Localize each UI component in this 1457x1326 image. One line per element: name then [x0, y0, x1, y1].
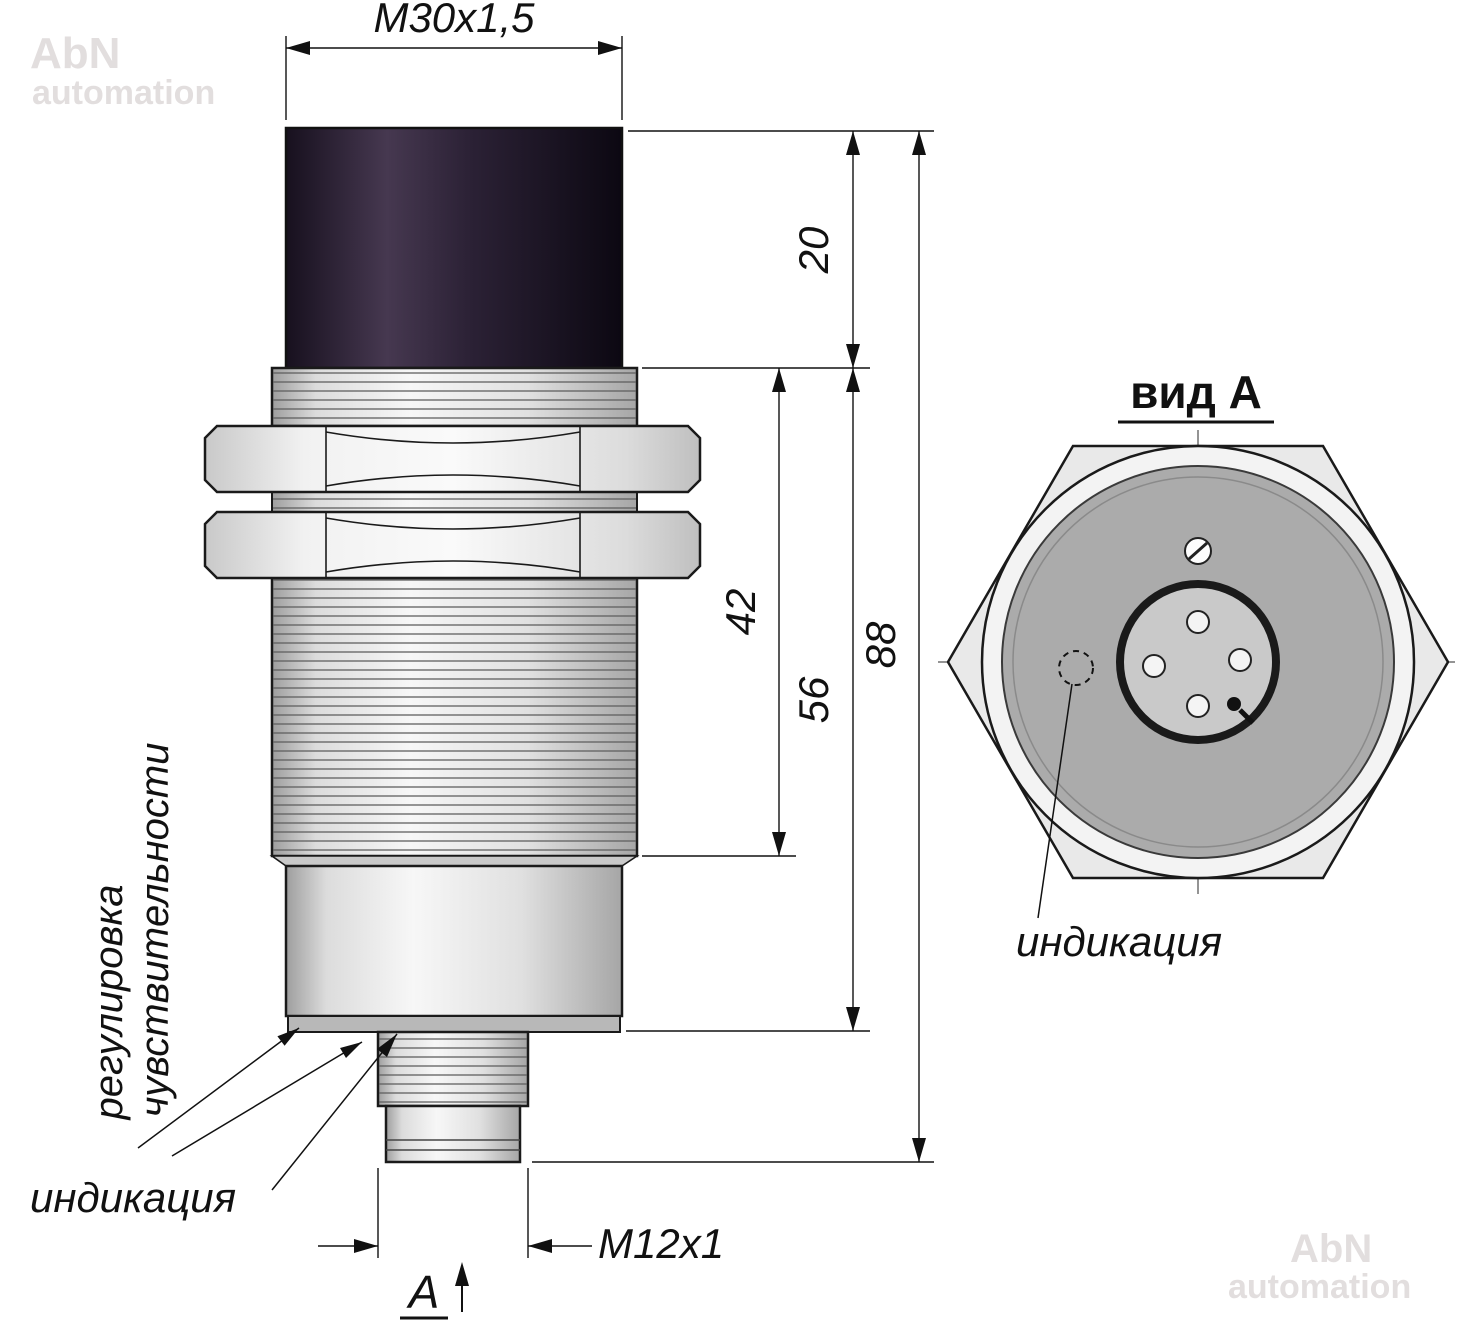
connector-key-notch-line	[1238, 708, 1255, 725]
hex-nut-upper	[203, 424, 702, 494]
leader-adjustment-2-arrow	[340, 1042, 362, 1058]
connector-key-notch	[1227, 697, 1241, 711]
arrow-56-bottom	[846, 1007, 860, 1031]
thread-lines-top	[273, 369, 636, 425]
dim-text-88: 88	[857, 621, 904, 668]
hex-nut-lower	[203, 510, 702, 580]
arrow-42-top	[772, 368, 786, 392]
dimension-lines	[285, 36, 934, 1258]
view-a-marker: A	[400, 1262, 469, 1320]
dimension-arrows	[286, 41, 926, 1253]
arrow-56-top	[846, 368, 860, 392]
label-adjustment-line2: чувствительности	[133, 743, 177, 1118]
hex-nut-upper-outline	[203, 424, 702, 494]
leader-indication-left-arrow	[377, 1034, 397, 1057]
watermark-sub-text: automation	[1228, 1268, 1411, 1306]
m12-connector	[376, 1030, 530, 1164]
watermark-sub-text: automation	[32, 74, 215, 112]
hex-nut-lower-outline	[203, 510, 702, 580]
connector-pin-left	[1142, 654, 1166, 678]
connector-pin-top	[1186, 610, 1210, 634]
adjustment-screw-slot	[1188, 541, 1208, 561]
label-indication-right: индикация	[1016, 918, 1222, 965]
watermark-brand-text: AbN	[1290, 1227, 1372, 1271]
indication-label-left-group: индикация	[30, 1033, 398, 1221]
adjustment-label-group: регулировка чувствительности	[87, 743, 363, 1157]
sensor-end-view: вид А индикация	[938, 366, 1455, 965]
dim-text-m12: M12x1	[598, 1220, 724, 1267]
label-adjustment-line1: регулировка	[87, 884, 131, 1120]
arrow-m12-right	[528, 1239, 552, 1253]
arrow-20-bottom	[846, 344, 860, 368]
sensing-cap	[284, 126, 624, 370]
leader-indication-left	[271, 1033, 398, 1191]
connector-thread-lines	[379, 1033, 527, 1105]
arrow-20-top	[846, 131, 860, 155]
body-chamfer	[269, 855, 640, 867]
dim-text-m30: M30x1,5	[373, 0, 535, 41]
hex-nut-lower-chamfer-bottom	[325, 560, 581, 573]
sensor-side-view	[203, 126, 702, 1164]
arrow-88-bottom	[912, 1138, 926, 1162]
connector-tip	[384, 1104, 522, 1164]
thread-lines-body	[273, 579, 636, 855]
arrow-m30-right	[598, 41, 622, 55]
leader-adjustment-1-arrow	[277, 1028, 299, 1046]
hex-nut-upper-chamfer-top	[325, 431, 581, 444]
view-a-letter: A	[406, 1266, 440, 1318]
end-plate	[287, 1015, 621, 1033]
leader-adjustment-1	[137, 1027, 300, 1149]
dim-text-42: 42	[717, 589, 764, 636]
hex-nut-upper-chamfer-bottom	[325, 474, 581, 487]
connector-pin-bottom	[1186, 694, 1210, 718]
end-face-inner-ring	[1012, 476, 1384, 848]
arrow-m12-left	[354, 1239, 378, 1253]
thread-lines-gap	[273, 491, 636, 513]
watermark-top-left: AbN automation	[30, 29, 215, 112]
arrow-m30-left	[286, 41, 310, 55]
arrow-42-bottom	[772, 832, 786, 856]
watermark-bottom-right: AbN automation	[1228, 1227, 1411, 1306]
leader-adjustment-2	[171, 1041, 363, 1157]
watermark-brand-text: AbN	[30, 29, 120, 78]
end-view-title: вид А	[1130, 366, 1262, 418]
arrow-88-top	[912, 131, 926, 155]
hex-nut-lower-chamfer-top	[325, 517, 581, 530]
connector-pin-right	[1228, 648, 1252, 672]
dim-text-56: 56	[790, 676, 837, 723]
label-indication-left: индикация	[30, 1174, 236, 1221]
dim-text-20: 20	[790, 226, 837, 274]
indication-led	[1058, 650, 1094, 686]
housing	[284, 864, 624, 1018]
view-a-arrow-head	[455, 1262, 469, 1286]
leader-indication-right	[1037, 683, 1073, 919]
